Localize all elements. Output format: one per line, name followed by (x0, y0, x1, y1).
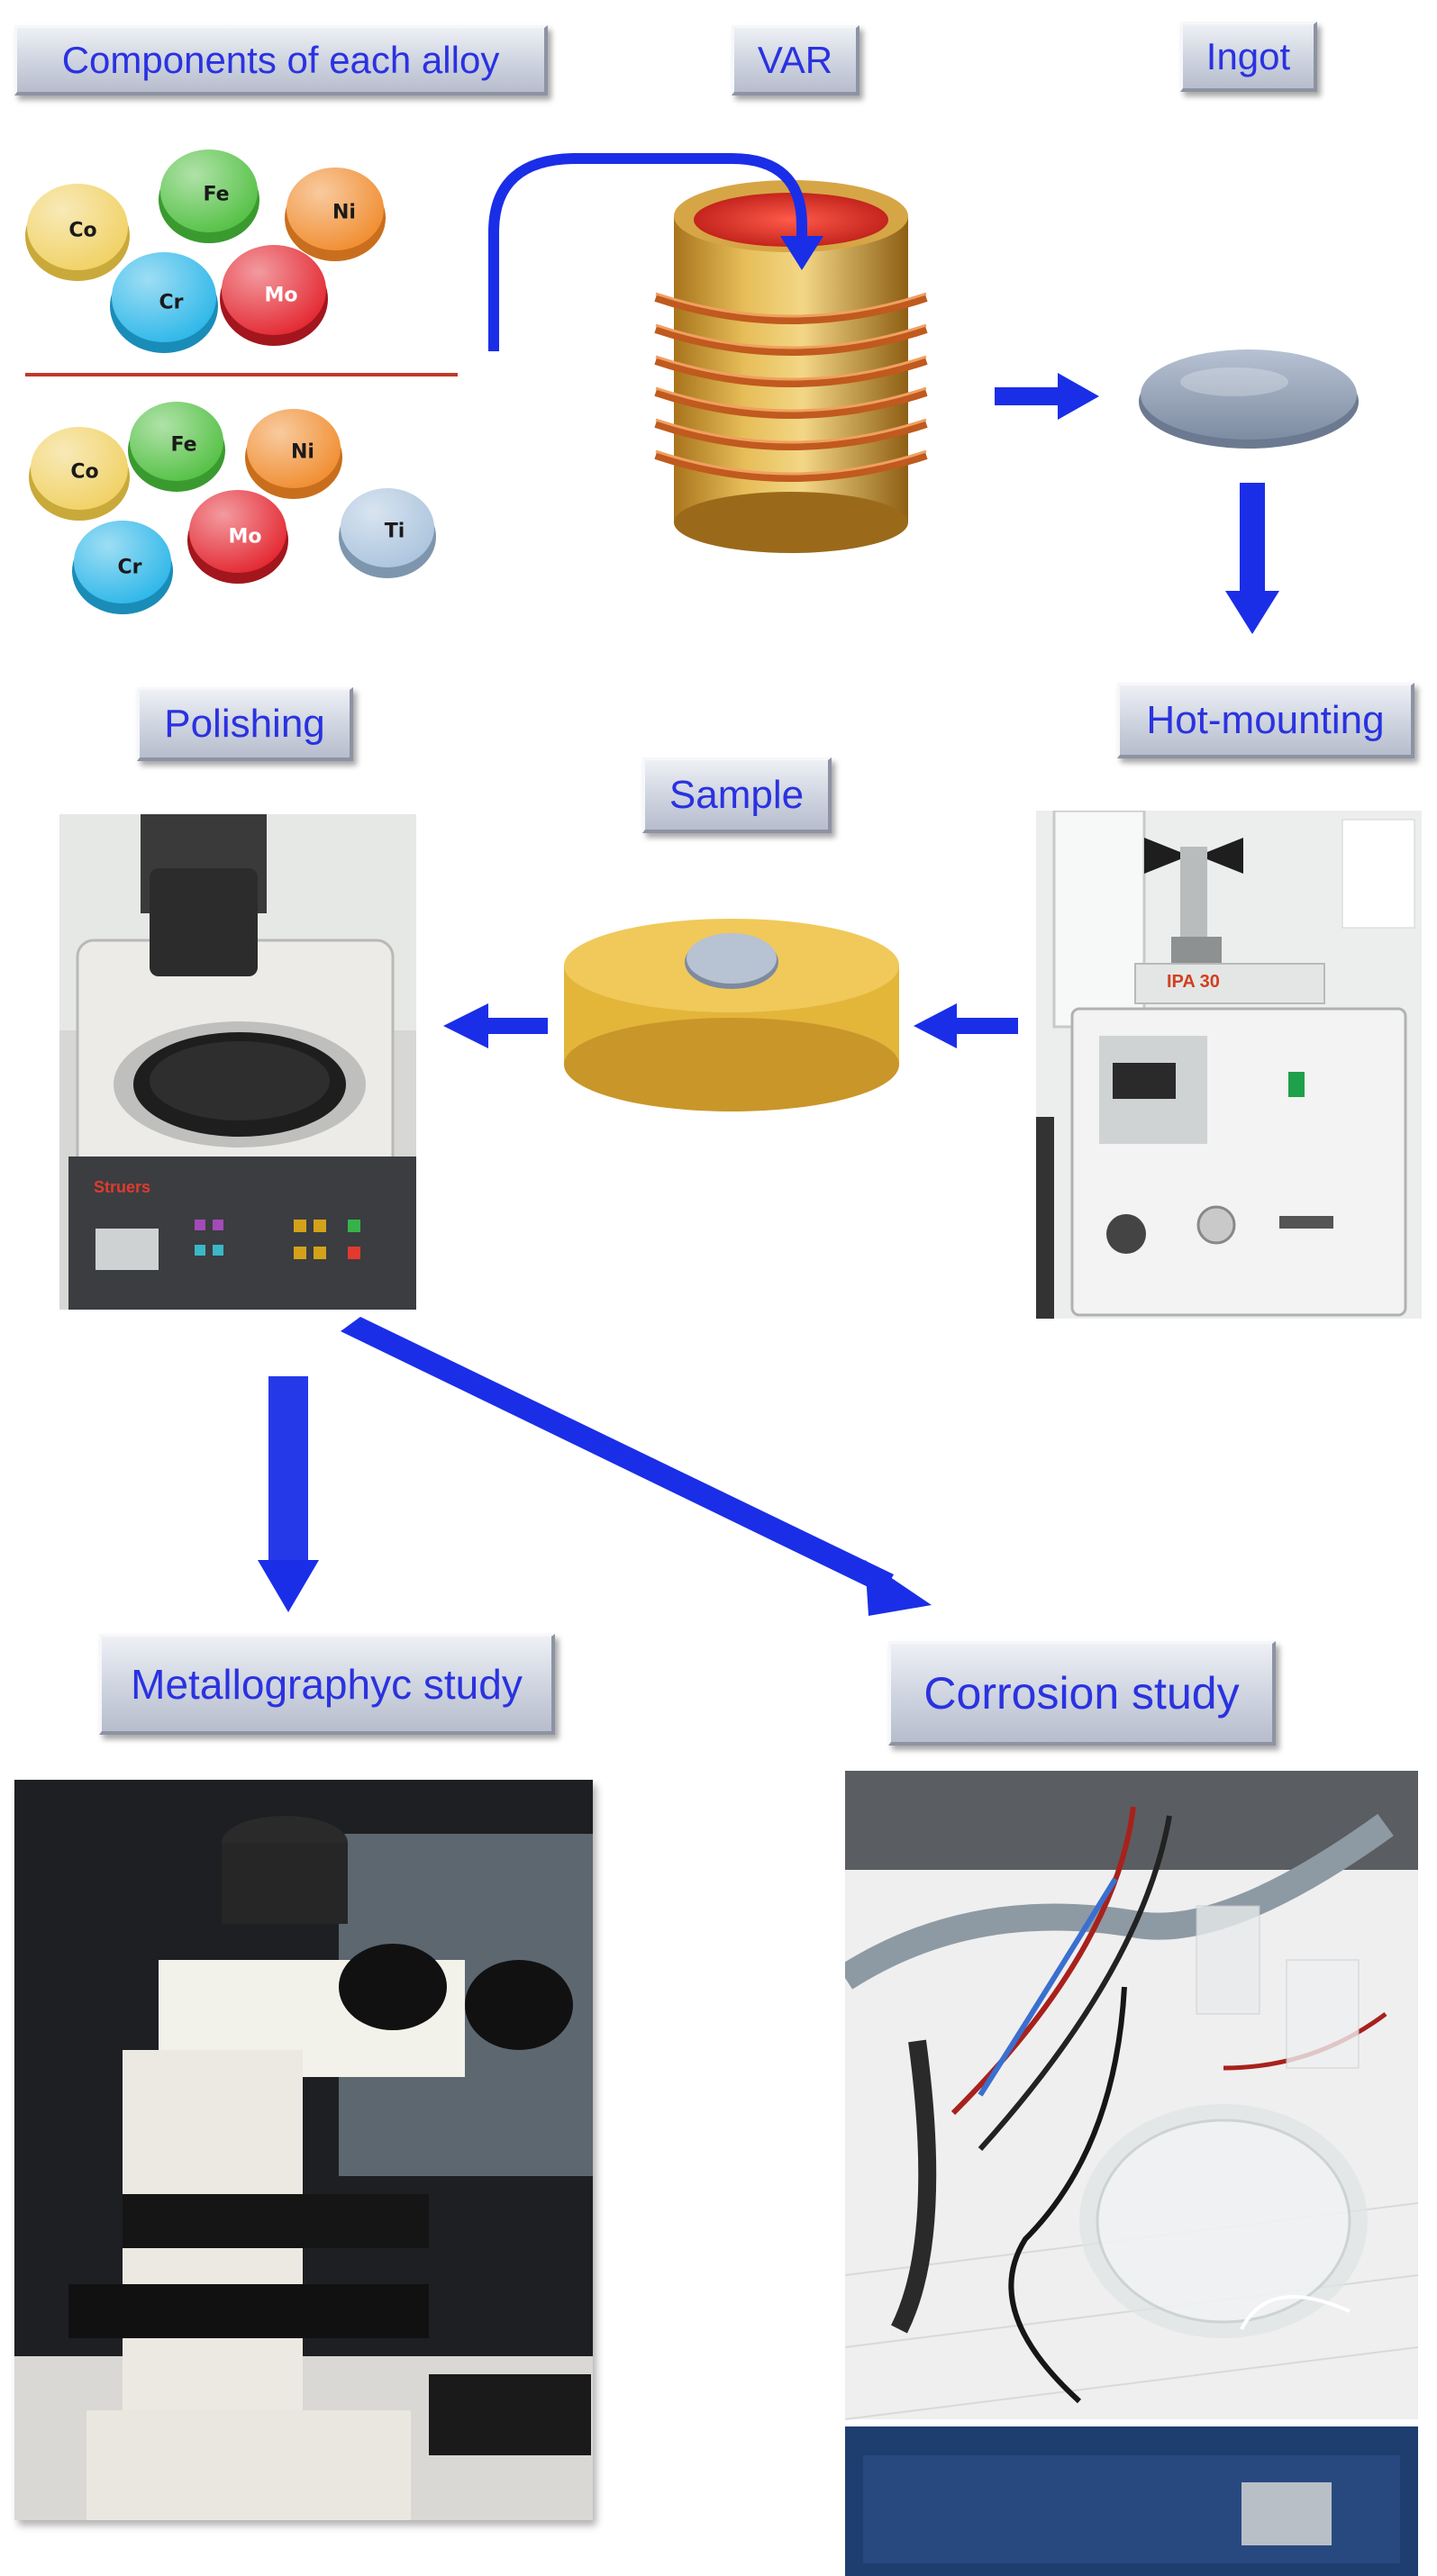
label-sample-text: Sample (668, 772, 805, 817)
fe-pill-2: Fe (128, 402, 225, 492)
cr-pill-2: Cr (72, 521, 173, 614)
svg-text:Co: Co (70, 461, 98, 484)
svg-text:Co: Co (68, 220, 96, 242)
press-model-text: IPA 30 (1167, 972, 1220, 992)
alloy-divider (25, 373, 458, 376)
label-components: Components of each alloy (14, 25, 548, 95)
ni-pill-1: Ni (285, 168, 386, 261)
arrow-polishing-to-metallography (258, 1560, 319, 1612)
svg-text:Ti: Ti (385, 521, 405, 543)
polisher-brand-text: Struers (94, 1178, 150, 1196)
svg-text:Cr: Cr (118, 557, 142, 579)
arrow-var-to-ingot (1058, 373, 1099, 420)
label-ingot-text: Ingot (1205, 34, 1291, 77)
label-polishing-text: Polishing (164, 701, 325, 746)
alloy-components-illustration: Co Fe Ni Cr Mo (25, 150, 436, 614)
co-pill-2: Co (29, 427, 130, 521)
polishing-machine-photo: Struers (59, 814, 416, 1310)
svg-text:Cr: Cr (159, 292, 184, 314)
svg-text:Fe: Fe (170, 434, 196, 457)
hot-mounting-press-photo: IPA 30 (1036, 811, 1422, 1319)
co-pill-1: Co (25, 184, 130, 281)
label-var-text: VAR (757, 38, 833, 81)
mo-pill-2: Mo (187, 490, 288, 584)
ni-pill-2: Ni (245, 409, 342, 499)
microscope-photo (14, 1780, 593, 2520)
arrow-mounting-to-sample (914, 1003, 957, 1048)
label-var: VAR (732, 25, 859, 95)
ingot-illustration (1139, 349, 1359, 449)
var-furnace-illustration (654, 180, 928, 553)
label-polishing: Polishing (137, 687, 353, 761)
label-hot-mounting: Hot-mounting (1117, 683, 1414, 758)
label-corrosion: Corrosion study (888, 1641, 1276, 1746)
ti-pill-2: Ti (339, 488, 436, 578)
fe-pill-1: Fe (159, 150, 259, 243)
mo-pill-1: Mo (220, 245, 328, 346)
label-corrosion-text: Corrosion study (923, 1667, 1240, 1719)
label-metallography-text: Metallographyc study (131, 1660, 523, 1708)
label-metallography: Metallographyc study (99, 1634, 555, 1735)
svg-text:Mo: Mo (228, 526, 261, 549)
label-ingot: Ingot (1180, 22, 1317, 92)
svg-text:Ni: Ni (291, 441, 314, 464)
svg-text:Fe: Fe (203, 184, 229, 206)
label-hot-mounting-text: Hot-mounting (1146, 697, 1385, 742)
cr-pill-1: Cr (110, 252, 218, 353)
arrow-sample-to-polishing (443, 1003, 488, 1048)
svg-text:Ni: Ni (332, 202, 356, 224)
arrow-polishing-to-corrosion (341, 1317, 894, 1594)
corrosion-cell-photo (845, 1771, 1418, 2576)
arrow-ingot-to-mounting (1225, 591, 1279, 634)
svg-text:Mo: Mo (264, 285, 297, 307)
label-components-text: Components of each alloy (61, 38, 500, 81)
sample-illustration (564, 919, 899, 1111)
label-sample: Sample (642, 757, 832, 833)
